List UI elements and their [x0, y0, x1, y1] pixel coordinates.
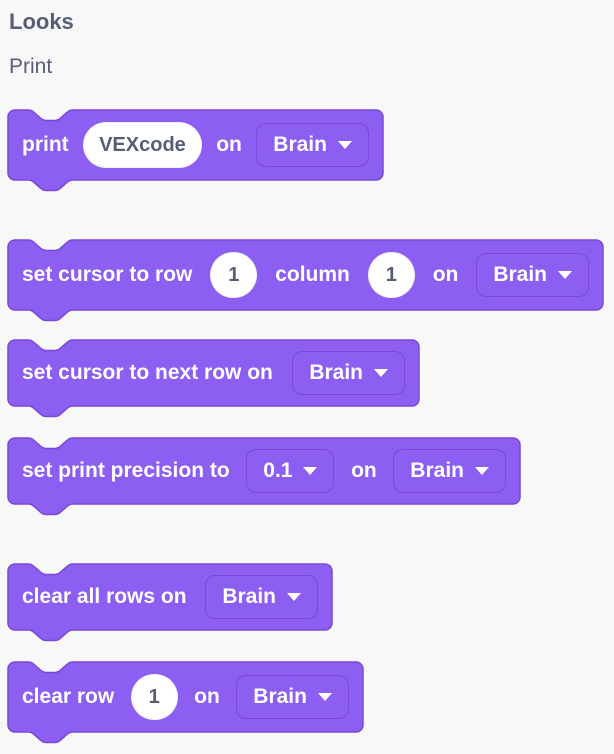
chevron-down-icon	[558, 271, 572, 279]
chevron-down-icon	[317, 693, 332, 701]
dropdown-value: Brain	[309, 361, 363, 384]
block-label: column	[275, 263, 350, 286]
block-label: set cursor to row	[22, 263, 193, 286]
device-dropdown[interactable]: Brain	[236, 675, 349, 719]
chevron-down-icon	[474, 467, 489, 475]
block-label: set print precision to	[22, 459, 230, 482]
block-set-cursor-next-row[interactable]: set cursor to next row on Brain	[7, 339, 420, 418]
chevron-down-icon	[303, 467, 318, 475]
device-dropdown[interactable]: Brain	[476, 253, 589, 297]
block-label: on	[216, 133, 242, 156]
dropdown-value: Brain	[222, 585, 276, 608]
block-clear-row[interactable]: clear row 1 on Brain	[7, 661, 364, 744]
chevron-down-icon	[374, 369, 388, 377]
device-dropdown[interactable]: Brain	[292, 351, 405, 395]
chevron-down-icon	[287, 593, 301, 601]
device-dropdown[interactable]: Brain	[393, 449, 506, 493]
section-title: Print	[9, 55, 53, 78]
row-number-input[interactable]: 1	[210, 252, 258, 298]
dropdown-value: Brain	[273, 133, 327, 156]
block-set-print-precision[interactable]: set print precision to 0.1 on Brain	[7, 437, 521, 516]
block-label: on	[351, 459, 377, 482]
block-label: on	[432, 263, 459, 286]
block-clear-all-rows[interactable]: clear all rows on Brain	[7, 563, 333, 642]
block-label: clear row	[22, 685, 115, 708]
precision-dropdown[interactable]: 0.1	[246, 449, 335, 493]
chevron-down-icon	[337, 141, 352, 149]
device-dropdown[interactable]: Brain	[256, 123, 369, 167]
device-dropdown[interactable]: Brain	[205, 575, 318, 619]
block-set-cursor-row-column[interactable]: set cursor to row 1 column 1 on Brain	[7, 239, 604, 322]
block-label: print	[22, 133, 69, 156]
block-label: on	[194, 685, 220, 708]
column-number-input[interactable]: 1	[367, 252, 415, 298]
block-label: set cursor to next row on	[22, 361, 273, 384]
dropdown-value: Brain	[410, 459, 464, 482]
category-title: Looks	[9, 9, 74, 34]
row-number-input[interactable]: 1	[130, 674, 178, 720]
block-label: clear all rows on	[22, 585, 187, 608]
dropdown-value: Brain	[493, 263, 547, 286]
dropdown-value: 0.1	[263, 459, 293, 482]
dropdown-value: Brain	[253, 685, 307, 708]
text-input[interactable]: VEXcode	[83, 122, 202, 168]
block-print[interactable]: print VEXcode on Brain	[7, 109, 384, 192]
